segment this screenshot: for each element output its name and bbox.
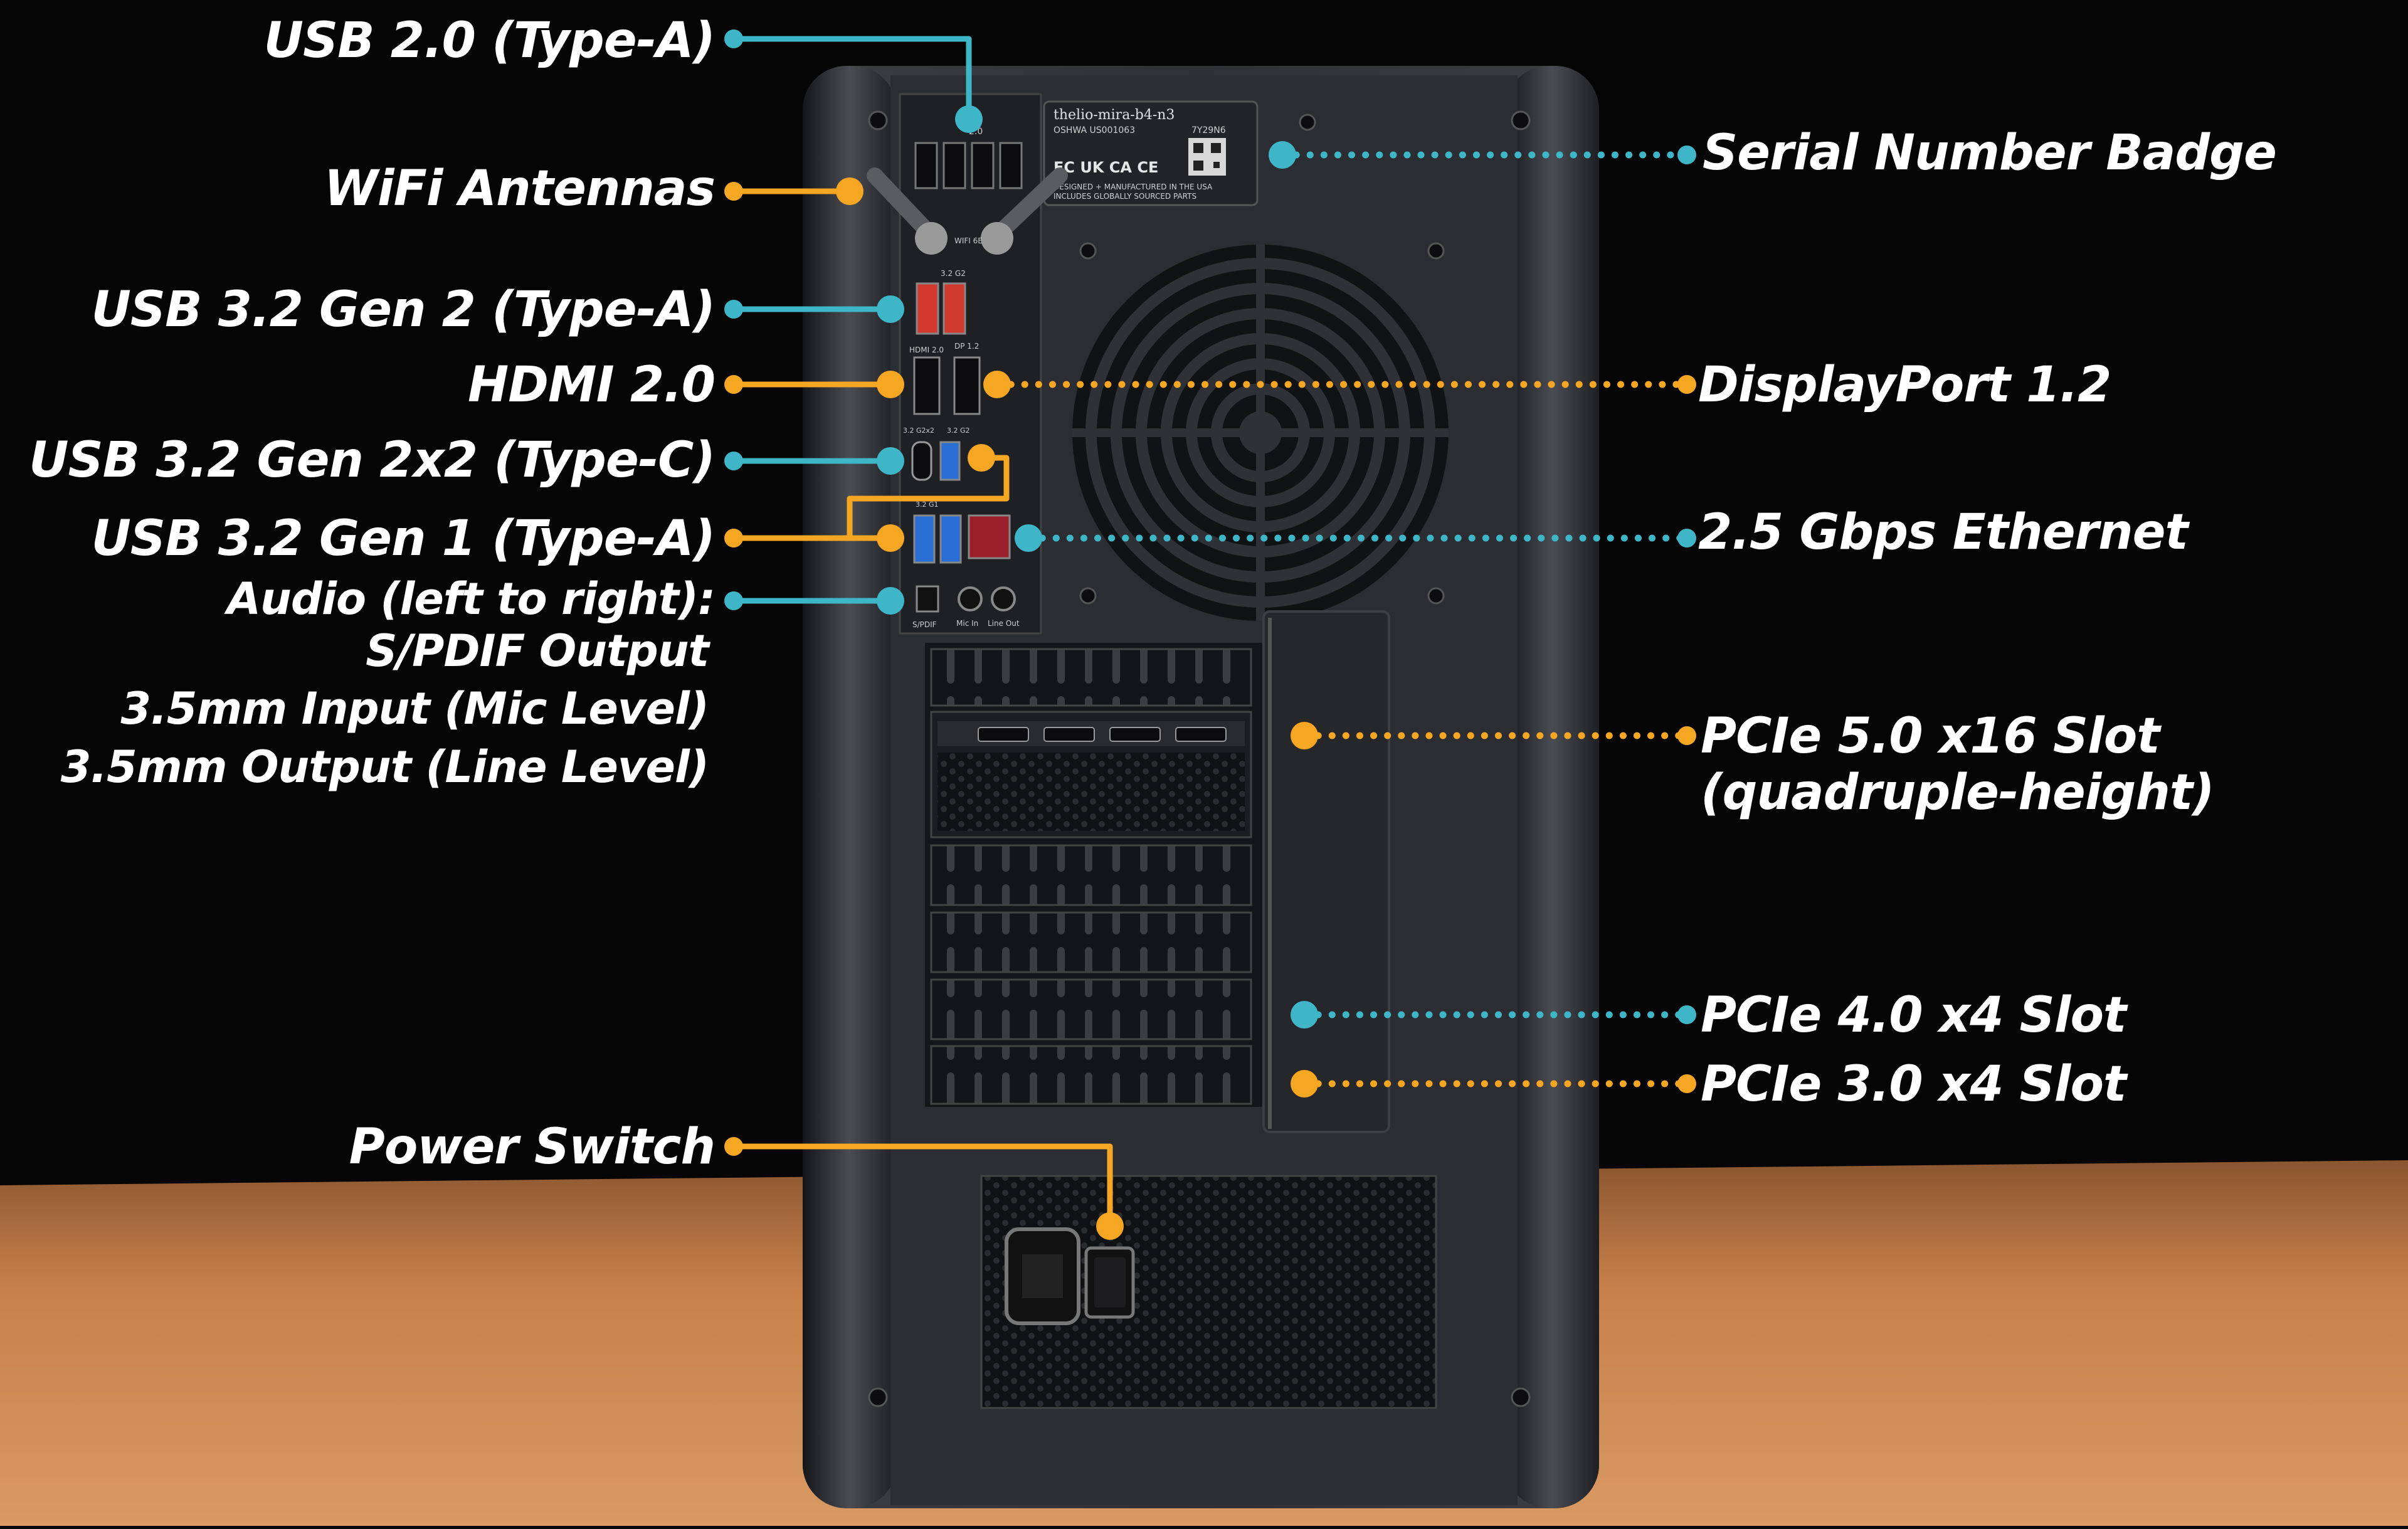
pcie-retention-bar: [1262, 610, 1390, 1133]
mic-tag: Mic In: [956, 619, 978, 628]
callout-dot-wifi: [724, 182, 743, 201]
video-ports: HDMI 2.0 DP 1.2: [909, 342, 981, 415]
usb20-ports: 2.0: [914, 127, 1023, 189]
callout-dot-power-end: [1096, 1212, 1124, 1240]
callout-dot-displayport: [1677, 375, 1696, 394]
label-power: Power Switch: [349, 1119, 716, 1175]
callout-dot-pcie4: [1677, 1005, 1696, 1024]
callout-dot-pcie4-end: [1291, 1001, 1318, 1029]
rocker-switch-icon: [1084, 1246, 1135, 1319]
label-audio-mic: 3.5mm Input (Mic Level): [120, 683, 709, 734]
label-usb32g1: USB 3.2 Gen 1 (Type-A): [91, 511, 716, 567]
badge-marks: FC UK CA CE: [1054, 159, 1158, 176]
usb32g1-tag: 3.2 G1: [916, 500, 939, 509]
label-displayport: DisplayPort 1.2: [1698, 357, 2111, 413]
line-tag: Line Out: [988, 619, 1020, 628]
callout-dot-hdmi-end: [877, 371, 904, 398]
callout-dot-wifi-end: [836, 177, 863, 205]
case-right-rail: [1505, 66, 1599, 1508]
label-ethernet: 2.5 Gbps Ethernet: [1698, 504, 2189, 561]
pcie-bracket-3: [930, 844, 1252, 906]
case-screws: [868, 110, 1531, 1407]
pcie-bracket-4: [930, 911, 1252, 973]
usb32g2-tag: 3.2 G2: [941, 269, 966, 278]
callout-dot-usb32g1: [724, 529, 743, 548]
callout-line-usb32g1-branch: [847, 455, 1010, 541]
callout-dot-pcie3: [1677, 1074, 1696, 1093]
dp-tag: DP 1.2: [954, 342, 979, 351]
badge-parts: INCLUDES GLOBALLY SOURCED PARTS: [1054, 192, 1196, 201]
callout-dot-usb32g1-end: [877, 524, 904, 552]
callout-dot-pcie5: [1677, 726, 1696, 745]
fan-grill-icon: [1072, 245, 1449, 621]
callout-dot-ethernet-end: [1015, 524, 1042, 552]
pcie-bracket-5: [930, 978, 1252, 1040]
spdif-tag: S/PDIF: [912, 620, 937, 629]
usbc-ports: 3.2 G2x2 3.2 G2: [903, 426, 970, 481]
callout-dot-pcie3-end: [1291, 1070, 1318, 1098]
label-audio-spdif: S/PDIF Output: [366, 625, 709, 677]
label-hdmi: HDMI 2.0: [468, 357, 716, 413]
label-pcie5-line2: (quadruple-height): [1701, 764, 2215, 821]
callout-dot-hdmi: [724, 375, 743, 394]
audio-ports: S/PDIF Mic In Line Out: [912, 585, 1020, 629]
callout-dot-usbc: [724, 452, 743, 470]
callout-dot-usb20-end: [955, 105, 983, 133]
label-usbc: USB 3.2 Gen 2x2 (Type-C): [29, 432, 716, 489]
callout-dot-usb20: [724, 29, 743, 48]
callout-dot-pcie5-end: [1291, 722, 1318, 749]
serial-badge: thelio-mira-b4-n3 OSHWA US001063 7Y29N6 …: [1043, 100, 1259, 206]
callout-line-usb20: [731, 36, 972, 122]
callout-dot-power: [724, 1137, 743, 1156]
power-supply: [980, 1175, 1437, 1409]
label-serial: Serial Number Badge: [1703, 125, 2277, 181]
label-pcie4: PCIe 4.0 x4 Slot: [1701, 987, 2126, 1044]
case-left-rail: [803, 66, 897, 1508]
label-audio-line: 3.5mm Output (Line Level): [60, 741, 709, 793]
usb32-tag: 3.2 G2: [947, 426, 970, 435]
callout-line-power: [731, 1143, 1113, 1229]
callout-dot-usb32g1-branch-end: [968, 444, 995, 472]
label-pcie5-line1: PCIe 5.0 x16 Slot: [1701, 708, 2160, 764]
callout-dot-usb32g2: [724, 300, 743, 319]
gpu-bracket: [930, 711, 1252, 839]
label-usb32g2: USB 3.2 Gen 2 (Type-A): [91, 282, 716, 338]
callout-dot-ethernet: [1677, 529, 1696, 548]
label-wifi: WiFi Antennas: [324, 161, 716, 217]
callout-dot-usbc-end: [877, 447, 904, 475]
label-usb20: USB 2.0 (Type-A): [263, 13, 716, 69]
usb32g1-ethernet-ports: 3.2 G1: [913, 500, 1011, 564]
badge-title: thelio-mira-b4-n3: [1054, 107, 1175, 123]
wifi-antenna-connectors: WIFI 6E: [867, 167, 1068, 255]
label-pcie3: PCIe 3.0 x4 Slot: [1701, 1056, 2126, 1113]
callout-dot-serial: [1677, 145, 1696, 164]
usbc-tag: 3.2 G2x2: [903, 426, 934, 435]
callout-lines: [724, 29, 1696, 1240]
badge-id: OSHWA US001063: [1054, 125, 1135, 135]
label-audio-title: Audio (left to right):: [226, 573, 716, 625]
callout-dot-audio-end: [877, 587, 904, 615]
pcie-bracket-1: [930, 648, 1252, 707]
callout-dot-audio: [724, 591, 743, 610]
badge-made: DESIGNED + MANUFACTURED IN THE USA: [1054, 183, 1213, 191]
callout-dot-usb32g2-end: [877, 295, 904, 323]
badge-code: 7Y29N6: [1191, 125, 1226, 135]
callout-dot-serial-end: [1269, 141, 1296, 169]
usb32g2-ports: 3.2 G2: [916, 269, 966, 335]
power-inlet-icon: [1005, 1227, 1080, 1325]
callout-dot-displayport-end: [983, 371, 1011, 398]
hdmi-tag: HDMI 2.0: [909, 346, 944, 354]
wifi-tag: WIFI 6E: [954, 236, 983, 245]
pcie-bracket-6: [930, 1045, 1252, 1105]
